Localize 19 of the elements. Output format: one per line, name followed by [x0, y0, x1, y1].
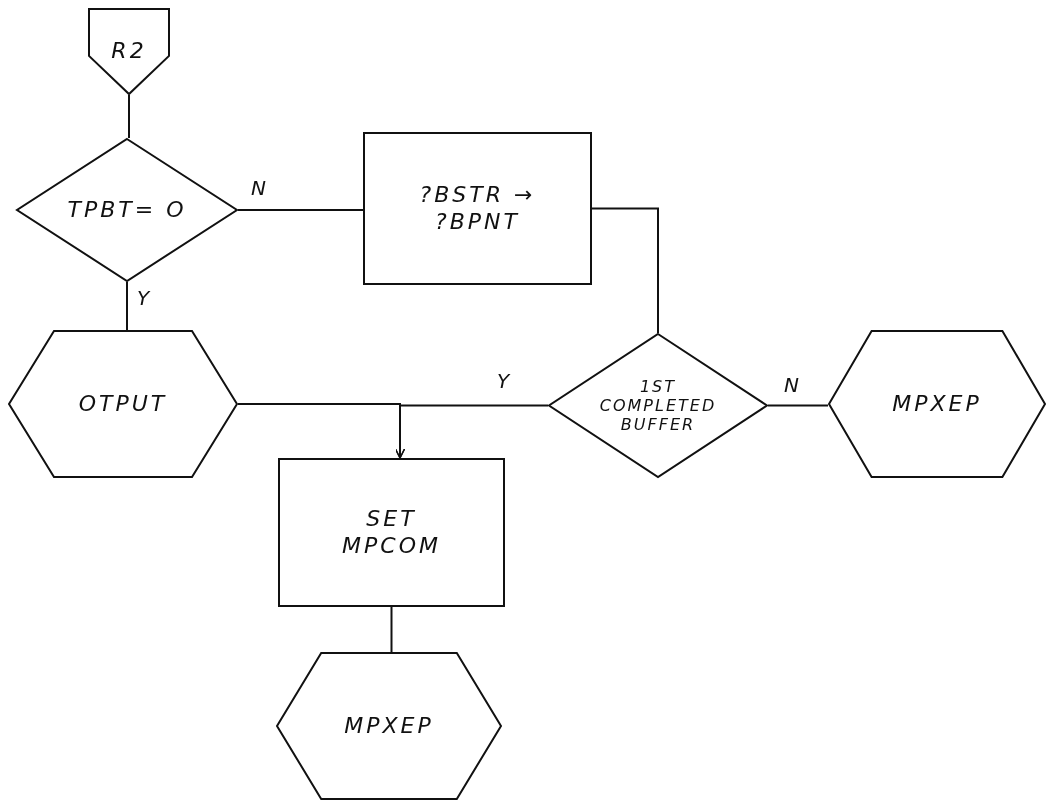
node-label: OTPUT: [78, 390, 168, 418]
connector-line: [128, 94, 130, 139]
edge-label: Y: [496, 371, 511, 391]
edge-label: N: [783, 375, 800, 395]
node-label: SET MPCOM: [341, 506, 442, 559]
node-label: MPXEP: [892, 390, 982, 418]
node-label: MPXEP: [344, 712, 434, 740]
edge-label: Y: [136, 288, 151, 308]
connector-line: [591, 207, 659, 334]
edge-label: N: [250, 178, 267, 198]
node-label: ?BSTR → ?BPNT: [418, 182, 537, 235]
connector-line: [237, 209, 364, 211]
connector-line: [390, 606, 393, 653]
node-label: 1ST COMPLETED BUFFER: [598, 376, 718, 435]
connector-line: [126, 281, 128, 331]
arrow: [237, 403, 406, 459]
connector-line: [767, 404, 829, 407]
node-label: TPBT= O: [67, 196, 187, 224]
node-label: R2: [111, 38, 147, 65]
